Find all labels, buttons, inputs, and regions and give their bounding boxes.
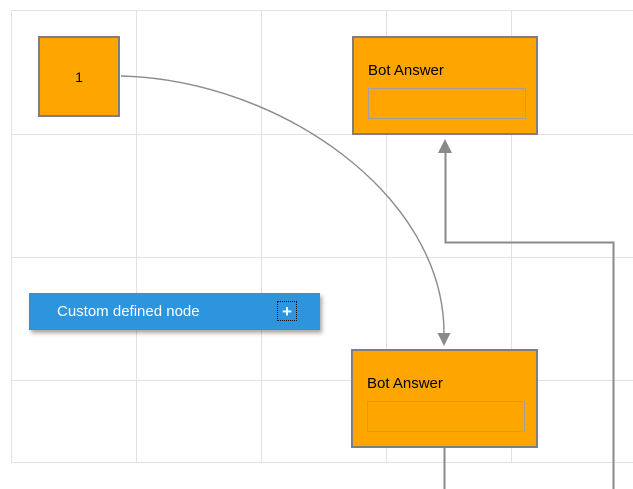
connector-curve[interactable] (120, 75, 451, 346)
bot-answer-input[interactable] (367, 401, 525, 432)
start-node-label: 1 (75, 68, 83, 85)
plus-icon: + (282, 301, 292, 321)
bot-answer-title: Bot Answer (367, 375, 443, 392)
arrowhead-up-icon (438, 139, 452, 153)
bot-answer-input[interactable] (368, 88, 526, 119)
custom-defined-node[interactable]: Custom defined node + (29, 293, 320, 330)
start-node[interactable]: 1 (38, 36, 120, 117)
connector-orthogonal[interactable] (438, 139, 615, 489)
add-button[interactable]: + (277, 301, 297, 321)
arrowhead-down-icon (437, 333, 451, 346)
bot-answer-node-top[interactable]: Bot Answer (352, 36, 538, 135)
bot-answer-node-bottom[interactable]: Bot Answer (351, 349, 538, 448)
custom-node-label: Custom defined node (57, 303, 200, 320)
bot-answer-title: Bot Answer (368, 62, 444, 79)
